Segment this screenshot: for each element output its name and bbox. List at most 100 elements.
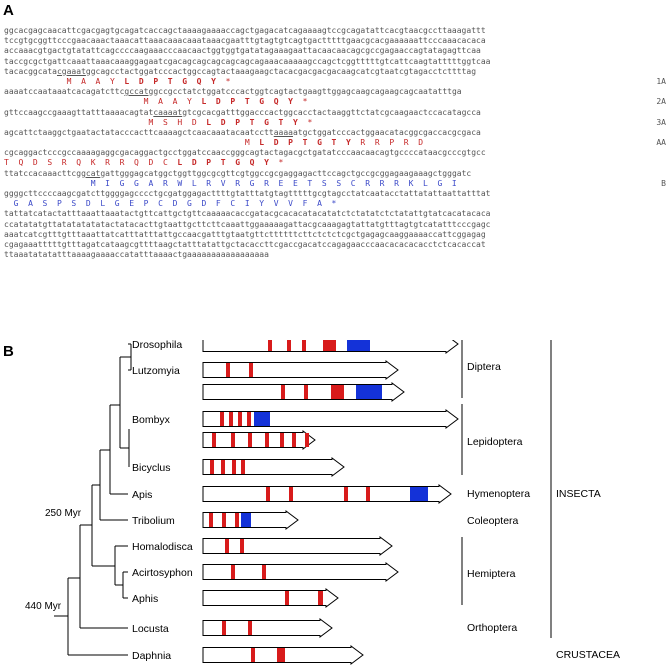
group-label: Hymenoptera — [467, 488, 530, 500]
conserved-peptide-exon — [241, 460, 245, 474]
sequence-segment: tccgtgcggttcccgaacaaactaaacattaaacaaacaa… — [4, 36, 486, 46]
sequence-segment: gttccaagccgaaagttatttaaaacagtat — [4, 107, 154, 117]
conserved-peptide-exon — [304, 385, 308, 399]
gene-bar — [202, 618, 333, 638]
sequence-segment: * — [268, 158, 284, 168]
group-brackets: DipteraLepidopteraHymenopteraColeopteraH… — [461, 340, 620, 661]
conserved-peptide-exon — [268, 340, 272, 351]
nucleotide-line: ggggcttccccaagcgatcttggggagcccctgcgatgga… — [4, 189, 666, 199]
taxon-label: Apis — [132, 489, 152, 501]
gene-arrow — [202, 457, 345, 477]
sequence-segment: * — [215, 76, 231, 86]
gene-arrow — [202, 484, 452, 504]
conserved-peptide-exon — [262, 565, 266, 579]
conserved-motif: L D P T G T Y — [259, 138, 351, 148]
group-label: Orthoptera — [467, 622, 517, 634]
sequence-segment: ttaaatatatatttaaaagaaaaccatatttaaaactgaa… — [4, 250, 269, 260]
taxon-labels: DrosophilaLutzomyiaBombyxBicyclusApisTri… — [25, 340, 193, 662]
sequence-segment: M S H D — [4, 117, 207, 127]
conserved-peptide-exon — [220, 412, 224, 426]
group-label: Diptera — [467, 361, 501, 373]
start-codon-context: caaaat — [153, 107, 183, 117]
gene-arrow — [202, 618, 333, 638]
conserved-peptide-exon — [222, 621, 226, 635]
sequence-segment: G A S P S D L G E P C D G D F C I Y V V … — [4, 199, 337, 209]
sequence-segment: * — [293, 97, 308, 107]
conserved-peptide-exon — [277, 648, 285, 662]
nucleotide-line: accaaacgtgactgtatattcagccccaagaaacccaaca… — [4, 46, 666, 56]
conserved-peptide-exon — [266, 487, 270, 501]
conserved-peptide-exon — [302, 340, 306, 351]
taxon-label: Drosophila — [132, 340, 182, 351]
conserved-peptide-exon — [265, 433, 269, 447]
translation-line: T Q D S R Q K R R Q D C L D P T G Q Y * — [4, 158, 666, 168]
gene-bar — [202, 457, 345, 477]
nucleotide-line: ggcacgagcaacattcgacgagtgcagatcaccagctaaa… — [4, 26, 666, 36]
conserved-peptide-exon — [212, 433, 216, 447]
sequence-segment: T Q D S R Q K R R Q D C — [4, 158, 178, 168]
group-label: Lepidoptera — [467, 436, 523, 448]
panel-b-label: B — [3, 343, 14, 360]
taxon-label: Homalodisca — [132, 541, 193, 553]
orf-tag: AA — [656, 138, 666, 148]
gene-arrow — [202, 430, 316, 450]
conserved-peptide-exon — [249, 363, 253, 377]
conserved-peptide-exon — [331, 385, 344, 399]
conserved-motif: L D P T G Q Y — [177, 158, 269, 168]
variable-region-exon — [356, 385, 382, 399]
variable-region-exon — [347, 340, 370, 351]
nucleotide-line: cgcaggactcccgccaaaagaggcgacaggactgcctgga… — [4, 148, 666, 158]
translation-line: G A S P S D L G E P C D G D F C I Y V V … — [4, 199, 666, 209]
orf-tag: B — [661, 178, 666, 188]
taxon-label: Acirtosyphon — [132, 567, 193, 579]
gene-bar — [202, 360, 399, 380]
nucleotide-line: ccatatatgttatatatatatactatacacttgtaattgc… — [4, 220, 666, 230]
gene-arrow — [202, 382, 405, 402]
gene-bar — [202, 588, 339, 608]
conserved-peptide-exon — [287, 340, 291, 351]
sequence-segment: ccatatatgttatatatatatactatacacttgtaattgc… — [4, 219, 491, 229]
conserved-peptide-exon — [210, 460, 214, 474]
gene-bar — [202, 430, 316, 450]
conserved-peptide-exon — [280, 433, 284, 447]
sequence-segment: tacacggcata — [4, 66, 57, 76]
conserved-peptide-exon — [240, 539, 244, 553]
conserved-peptide-exon — [281, 385, 285, 399]
gene-arrow — [202, 536, 393, 556]
conserved-peptide-exon — [251, 648, 255, 662]
nucleotide-line: ttaaatatatatttaaaagaaaaccatatttaaaactgaa… — [4, 250, 666, 260]
gene-arrow — [202, 588, 339, 608]
gene-arrow — [202, 562, 399, 582]
sequence-segment: tattatcatactatttaaattaaatactgttcattgctgt… — [4, 209, 491, 219]
sequence-alignment: ggcacgagcaacattcgacgagtgcagatcaccagctaaa… — [4, 26, 666, 260]
conserved-peptide-exon — [221, 460, 225, 474]
conserved-peptide-exon — [235, 513, 239, 527]
conserved-peptide-exon — [226, 363, 230, 377]
group-label: Hemiptera — [467, 568, 516, 580]
sequence-segment: M I G G A R W L R V R G R E E T S S C R … — [4, 178, 457, 188]
conserved-peptide-exon — [248, 433, 252, 447]
nucleotide-line: tacacggcatacgaaatggcagcctactggatcccactgg… — [4, 67, 666, 77]
phylogeny-branches — [54, 343, 132, 656]
sequence-segment: M — [4, 138, 260, 148]
nucleotide-line: ttatccacaaacttcggcatgattgggagcatggctggtt… — [4, 169, 666, 179]
nucleotide-line: taccgcgctgattcaaattaaacaaaggagaatcgacagc… — [4, 57, 666, 67]
orf-tag: 2A — [656, 97, 666, 107]
conserved-peptide-exon — [366, 487, 370, 501]
sequence-segment: accaaacgtgactgtatattcagccccaagaaacccaaca… — [4, 46, 481, 56]
conserved-peptide-exon — [318, 591, 323, 605]
conserved-peptide-exon — [247, 412, 251, 426]
sequence-segment: ttatccacaaacttc — [4, 168, 77, 178]
sequence-segment: ggggcttccccaagcgatcttggggagcccctgcgatgga… — [4, 189, 491, 198]
sequence-segment: aaaatccaataaatcacagatcttc — [4, 87, 125, 97]
conserved-peptide-exon — [232, 460, 236, 474]
start-codon-context: ggcat — [76, 168, 101, 178]
gene-bars — [202, 340, 459, 665]
conserved-peptide-exon — [289, 487, 293, 501]
gene-bar — [202, 484, 452, 504]
taxon-label: Daphnia — [132, 650, 171, 662]
taxon-label: Aphis — [132, 593, 158, 605]
nucleotide-line: gttccaagccgaaagttatttaaaacagtatcaaaatgtc… — [4, 108, 666, 118]
gene-bar — [202, 382, 405, 402]
